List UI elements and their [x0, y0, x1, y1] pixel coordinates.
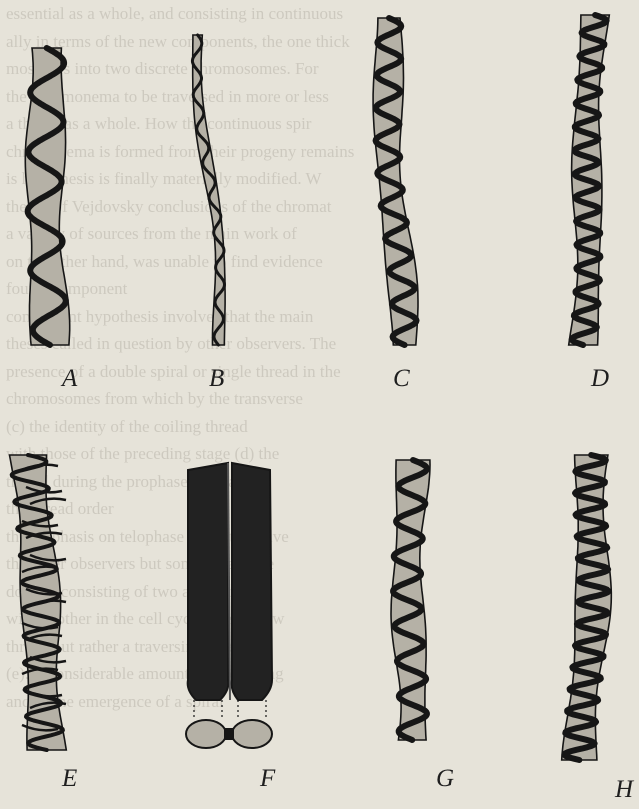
chromosome-body: [193, 35, 225, 345]
chromosome-b: [192, 35, 225, 345]
chromosome-d: [569, 15, 610, 345]
chromosome-h: [562, 455, 612, 760]
chromosome-g: [391, 460, 430, 740]
panel-label-h: H: [615, 776, 633, 804]
panel-label-d: D: [591, 365, 609, 393]
panel-label-c: C: [393, 365, 410, 393]
chromosome-c: [373, 18, 418, 345]
panel-label-g: G: [436, 765, 454, 793]
panel-label-a: A: [62, 365, 77, 393]
panel-label-b: B: [209, 365, 224, 393]
panel-label-e: E: [62, 765, 77, 793]
panel-label-f: F: [260, 765, 275, 793]
fragment-right: [232, 720, 272, 748]
chromosome-a: [25, 48, 69, 345]
fragment-left: [186, 720, 226, 748]
chromatid-left: [188, 463, 229, 700]
chromosome-f: [186, 463, 272, 748]
chromatid-right: [232, 463, 272, 700]
fragment-bridge: [224, 728, 234, 740]
